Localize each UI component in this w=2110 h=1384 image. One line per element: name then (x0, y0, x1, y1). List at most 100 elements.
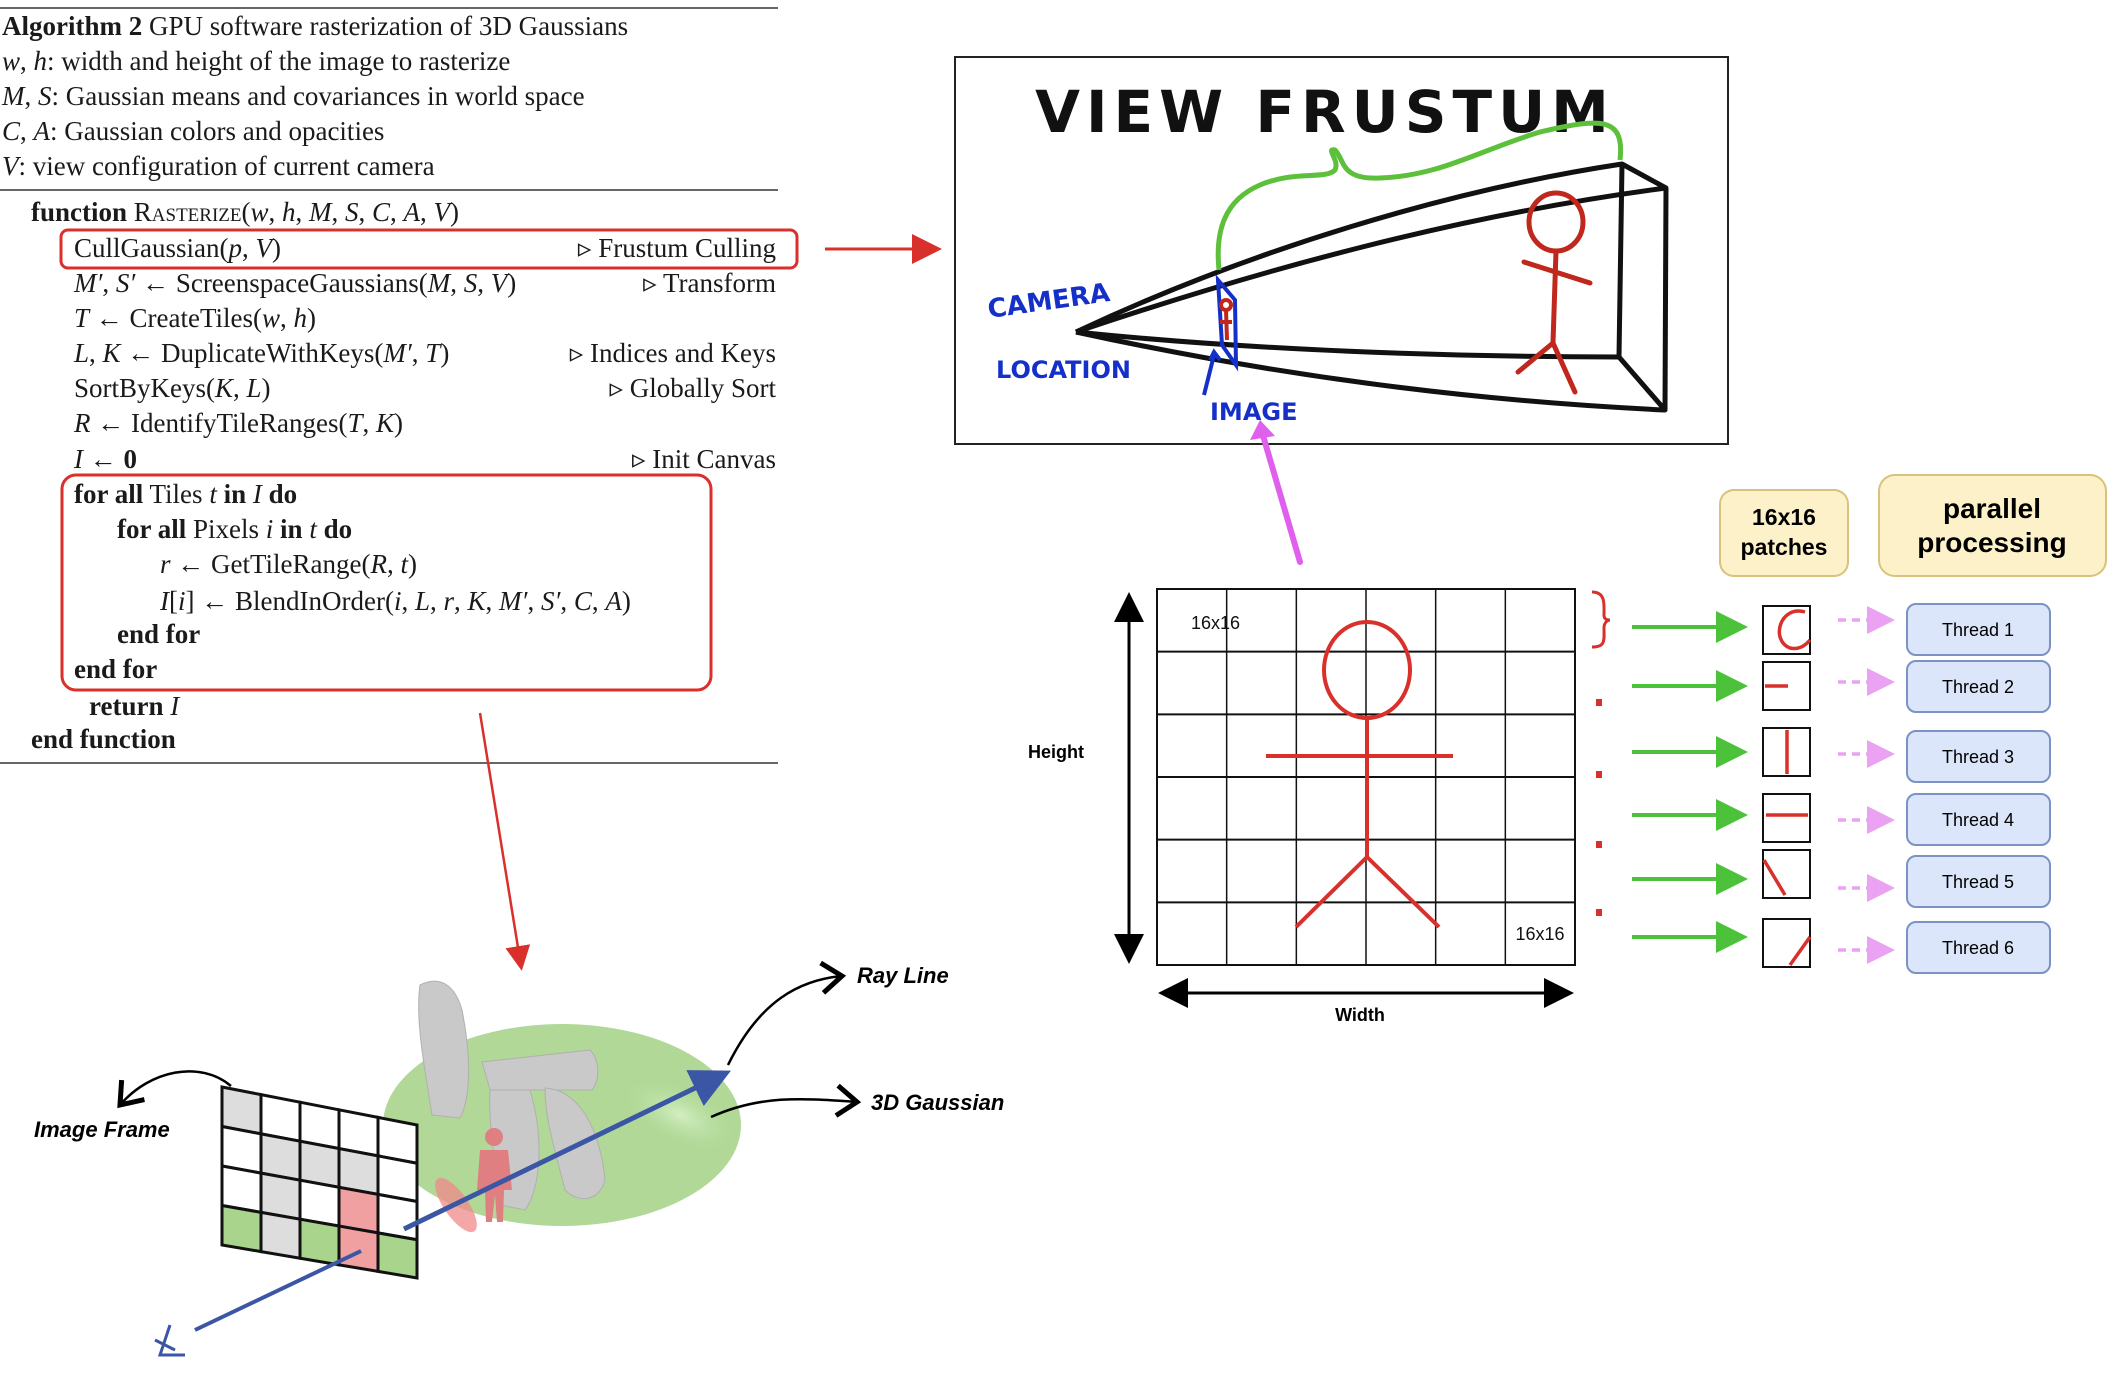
location-label: LOCATION (996, 356, 1131, 384)
algorithm-header-line: Algorithm 2 GPU software rasterization o… (2, 11, 628, 41)
row-brace (1591, 590, 1611, 649)
text-segment: Pixels (186, 514, 266, 544)
ellipsis-dots (1596, 699, 1602, 916)
text-segment: r (160, 549, 171, 579)
text-segment: , (450, 268, 464, 298)
text-segment: , (420, 197, 434, 227)
patch-stroke (1777, 609, 1812, 651)
view-distance-brace (1215, 120, 1624, 271)
text-segment: h (282, 197, 296, 227)
text-segment: V (2, 151, 22, 181)
algorithm-comment: ▹ Frustum Culling (578, 233, 776, 263)
text-segment: ← GetTileRange( (171, 549, 371, 579)
header-word: patches (1741, 534, 1828, 560)
text-segment: w (251, 197, 269, 227)
width-label: Width (1335, 1005, 1385, 1025)
text-segment: I (169, 691, 181, 721)
view-frustum-panel: VIEW FRUSTUM CAMERA LOCATION IMAGE (954, 56, 1729, 445)
text-segment: 0 (124, 444, 138, 474)
text-segment: , (102, 268, 116, 298)
image-frame-label: Image Frame (34, 1117, 170, 1142)
text-segment: ) (622, 586, 631, 616)
text-segment: , (269, 197, 283, 227)
header-word: processing (1917, 527, 2066, 558)
text-segment: ) (307, 303, 316, 333)
text-segment: L (73, 338, 89, 368)
algorithm-line: I[i] ← BlendInOrder(i, L, r, K, M′, S′, … (159, 586, 631, 616)
algorithm-header-line: C, A: Gaussian colors and opacities (2, 116, 384, 146)
algorithm-line: for all Pixels i in t do (117, 514, 352, 544)
text-segment: p (227, 233, 243, 263)
algorithm-line: R ← IdentifyTileRanges(T, K) (73, 408, 403, 438)
text-segment: L (414, 586, 430, 616)
text-segment: , (233, 373, 247, 403)
gaussian-splat (624, 1079, 736, 1151)
text-segment: i (178, 586, 186, 616)
scene-3d: Image Frame Ray Line 3D Gaussian (34, 960, 1004, 1357)
text-segment: function (31, 197, 134, 227)
algorithm-line: end for (74, 654, 157, 684)
text-segment: I (159, 586, 171, 616)
text-segment: R (73, 408, 91, 438)
text-segment: t (209, 479, 218, 509)
text-segment: , (430, 586, 444, 616)
text-segment: [ (169, 586, 178, 616)
text-segment: r (444, 586, 455, 616)
algorithm-line: I ← 0 (73, 444, 137, 474)
text-segment: , (390, 197, 404, 227)
text-segment: Algorithm 2 (2, 11, 142, 41)
text-segment: t (401, 549, 410, 579)
text-segment: Tiles (143, 479, 209, 509)
text-segment: : Gaussian means and covariances in worl… (52, 81, 585, 111)
algorithm-block: Algorithm 2 GPU software rasterization o… (0, 7, 799, 764)
algorithm-line: M′, S′ ← ScreenspaceGaussians(M, S, V) (73, 268, 516, 298)
text-segment: C (372, 197, 391, 227)
header-word: parallel (1943, 493, 2041, 524)
gaussian-pointer (710, 1083, 862, 1119)
image-frame-pixel (220, 1203, 263, 1254)
text-segment: ) (272, 233, 281, 263)
text-segment: , (592, 586, 606, 616)
text-segment: , (296, 197, 310, 227)
text-segment: CullGaussian( (74, 233, 229, 263)
text-segment: S′ (541, 586, 562, 616)
tile-loop-highlight (60, 473, 713, 692)
small-stick-figure (1219, 298, 1233, 341)
parallel-header-box (1878, 474, 2107, 577)
text-segment: I (252, 479, 264, 509)
text-segment: end for (117, 619, 200, 649)
camera-icon (154, 1324, 185, 1357)
image-label: IMAGE (1210, 398, 1297, 426)
patch-stroke (1762, 859, 1787, 896)
text-segment: ← IdentifyTileRanges( (91, 408, 348, 438)
magenta-arrow (1259, 429, 1303, 565)
text-segment: , (280, 303, 294, 333)
text-segment: M (308, 197, 333, 227)
text-segment: return (89, 691, 170, 721)
text-segment: SortByKeys( (74, 373, 215, 403)
stones (418, 980, 606, 1211)
algorithm-line: return I (89, 691, 181, 721)
thread-box (1906, 603, 2051, 656)
text-segment: S′ (116, 268, 137, 298)
thread-label: Thread 1 (1942, 620, 2014, 640)
ray-segment-camera (194, 1249, 362, 1332)
text-segment: I (73, 444, 85, 474)
algorithm-line: T ← CreateTiles(w, h) (74, 303, 316, 333)
text-segment: V (256, 233, 276, 263)
image-frame-grid (220, 1085, 419, 1280)
text-segment: in (273, 514, 309, 544)
text-segment: , (412, 338, 426, 368)
patch-stroke (1788, 935, 1812, 967)
text-segment: Rasterize (134, 197, 242, 227)
text-segment: , (20, 116, 34, 146)
gaussian-label: 3D Gaussian (871, 1090, 1004, 1115)
text-segment: K (467, 586, 488, 616)
text-segment: C (2, 116, 21, 146)
patch-tile (1762, 849, 1811, 899)
text-segment: ← DuplicateWithKeys( (121, 338, 384, 368)
text-segment: K (375, 408, 396, 438)
